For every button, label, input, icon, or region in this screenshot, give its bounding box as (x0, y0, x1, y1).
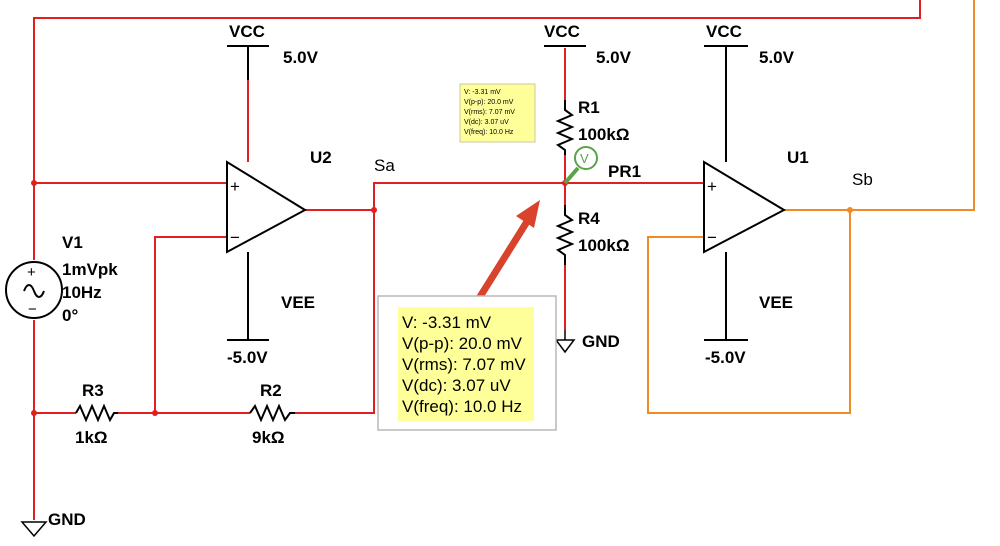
arrow-shaft (475, 218, 531, 302)
ground-main: GND (20, 510, 86, 538)
source-v1-phase: 0° (62, 306, 78, 325)
vcc-u2-value: 5.0V (283, 48, 319, 67)
opamp-u1-plus-sign: + (707, 177, 717, 196)
ground-icon (554, 339, 576, 354)
probe-small-line: V: -3.31 mV (464, 89, 501, 96)
opamp-u2-body[interactable] (226, 160, 308, 254)
probe-zoom-callout: V: -3.31 mV V(p-p): 20.0 mV V(rms): 7.07… (377, 295, 557, 431)
vee-u2-value: -5.0V (227, 348, 268, 367)
voltage-probe[interactable]: V (563, 146, 598, 185)
probe-small-box (459, 83, 536, 143)
source-v1-amplitude: 1mVpk (62, 260, 118, 279)
resistor-r3-name: R3 (82, 381, 104, 400)
power-labels: VCC 5.0V VCC 5.0V VCC 5.0V VEE -5.0V VEE… (227, 22, 795, 367)
vcc-u1-label: VCC (706, 22, 742, 41)
resistor-r1-value: 100kΩ (578, 125, 629, 144)
source-v1[interactable]: + − V1 1mVpk 10Hz 0° (5, 233, 118, 325)
probe-zoom-line: V(rms): 7.07 mV (402, 355, 526, 374)
resistor-r4-name: R4 (578, 209, 600, 228)
voltmeter-icon[interactable] (574, 146, 598, 170)
probe-zoom-line: V(p-p): 20.0 mV (402, 334, 523, 353)
junction-sa (371, 207, 377, 213)
probe-zoom-line: V(freq): 10.0 Hz (402, 397, 522, 416)
vcc-r1-value: 5.0V (596, 48, 632, 67)
source-v1-plus: + (27, 264, 36, 281)
annotation-arrow (475, 200, 540, 302)
resistor-r2-name: R2 (260, 381, 282, 400)
resistor-r2-value: 9kΩ (252, 428, 285, 447)
ground-r4-label: GND (582, 332, 620, 351)
vee-u2-label: VEE (281, 293, 315, 312)
resistor-r4-value: 100kΩ (578, 236, 629, 255)
junction-sb (847, 207, 853, 213)
opamp-u2[interactable]: + − U2 (226, 148, 332, 254)
vcc-r1-label: VCC (544, 22, 580, 41)
red-wires (33, 0, 921, 520)
resistor-r1-name: R1 (578, 98, 600, 117)
probe-small-line: V(freq): 10.0 Hz (464, 129, 514, 136)
probe-lead (563, 166, 580, 185)
ground-r4: GND (554, 330, 620, 354)
vcc-u1-value: 5.0V (759, 48, 795, 67)
junction-r3-r2 (152, 410, 158, 416)
resistor-r4-zigzag[interactable] (555, 205, 575, 265)
source-v1-name: V1 (62, 233, 83, 252)
junction-v1-top (31, 180, 37, 186)
resistor-r2[interactable]: R2 9kΩ (249, 381, 295, 447)
ground-icon (20, 521, 48, 538)
resistor-r3[interactable]: R3 1kΩ (75, 381, 118, 447)
opamp-u2-minus-sign: − (230, 228, 240, 247)
resistor-r2-zigzag[interactable] (249, 403, 295, 423)
source-v1-minus: − (28, 301, 37, 318)
sine-wave-icon (23, 284, 45, 298)
wire-u2-minus[interactable] (154, 236, 227, 413)
opamp-u1[interactable]: + − U1 (703, 148, 809, 254)
resistor-r4[interactable]: R4 100kΩ (555, 205, 629, 265)
probe-zoom-line: V(dc): 3.07 uV (402, 376, 511, 395)
wire-r2-to-sa[interactable] (295, 210, 375, 414)
junction-v1-bottom (31, 410, 37, 416)
resistor-r3-value: 1kΩ (75, 428, 108, 447)
probe-zoom-box (398, 307, 534, 421)
probe-small-line: V(dc): 3.07 uV (464, 119, 509, 126)
opamp-u1-label: U1 (787, 148, 809, 167)
wire-top-feedback[interactable] (33, 0, 921, 260)
probe-small-line: V(p-p): 20.0 mV (464, 99, 514, 106)
resistor-r1-zigzag[interactable] (555, 100, 575, 155)
vcc-u2-label: VCC (229, 22, 265, 41)
vee-u1-label: VEE (759, 293, 793, 312)
probe-small-tooltip: V: -3.31 mV V(p-p): 20.0 mV V(rms): 7.07… (459, 83, 536, 143)
vee-u1-value: -5.0V (705, 348, 746, 367)
net-label-sb: Sb (852, 170, 873, 189)
wire-sb-to-top[interactable] (784, 0, 975, 211)
resistor-r3-zigzag[interactable] (75, 403, 118, 423)
power-stubs (227, 45, 748, 341)
opamp-u1-minus-sign: − (707, 228, 717, 247)
probe-small-line: V(rms): 7.07 mV (464, 109, 515, 116)
resistor-r1[interactable]: R1 100kΩ (555, 98, 629, 155)
opamp-u2-plus-sign: + (230, 177, 240, 196)
orange-wires (647, 0, 975, 414)
probe-zoom-line: V: -3.31 mV (402, 313, 492, 332)
net-label-sa: Sa (374, 156, 395, 175)
source-v1-frequency: 10Hz (62, 283, 102, 302)
probe-label-pr1: PR1 (608, 162, 641, 181)
wire-sa-to-pr1[interactable] (373, 182, 565, 210)
wire-u1-feedback[interactable] (647, 210, 851, 414)
arrowhead-icon (516, 200, 540, 228)
voltmeter-icon-letter: V (580, 151, 589, 166)
opamp-u1-body[interactable] (703, 160, 787, 254)
opamp-u2-label: U2 (310, 148, 332, 167)
ground-main-label: GND (48, 510, 86, 529)
